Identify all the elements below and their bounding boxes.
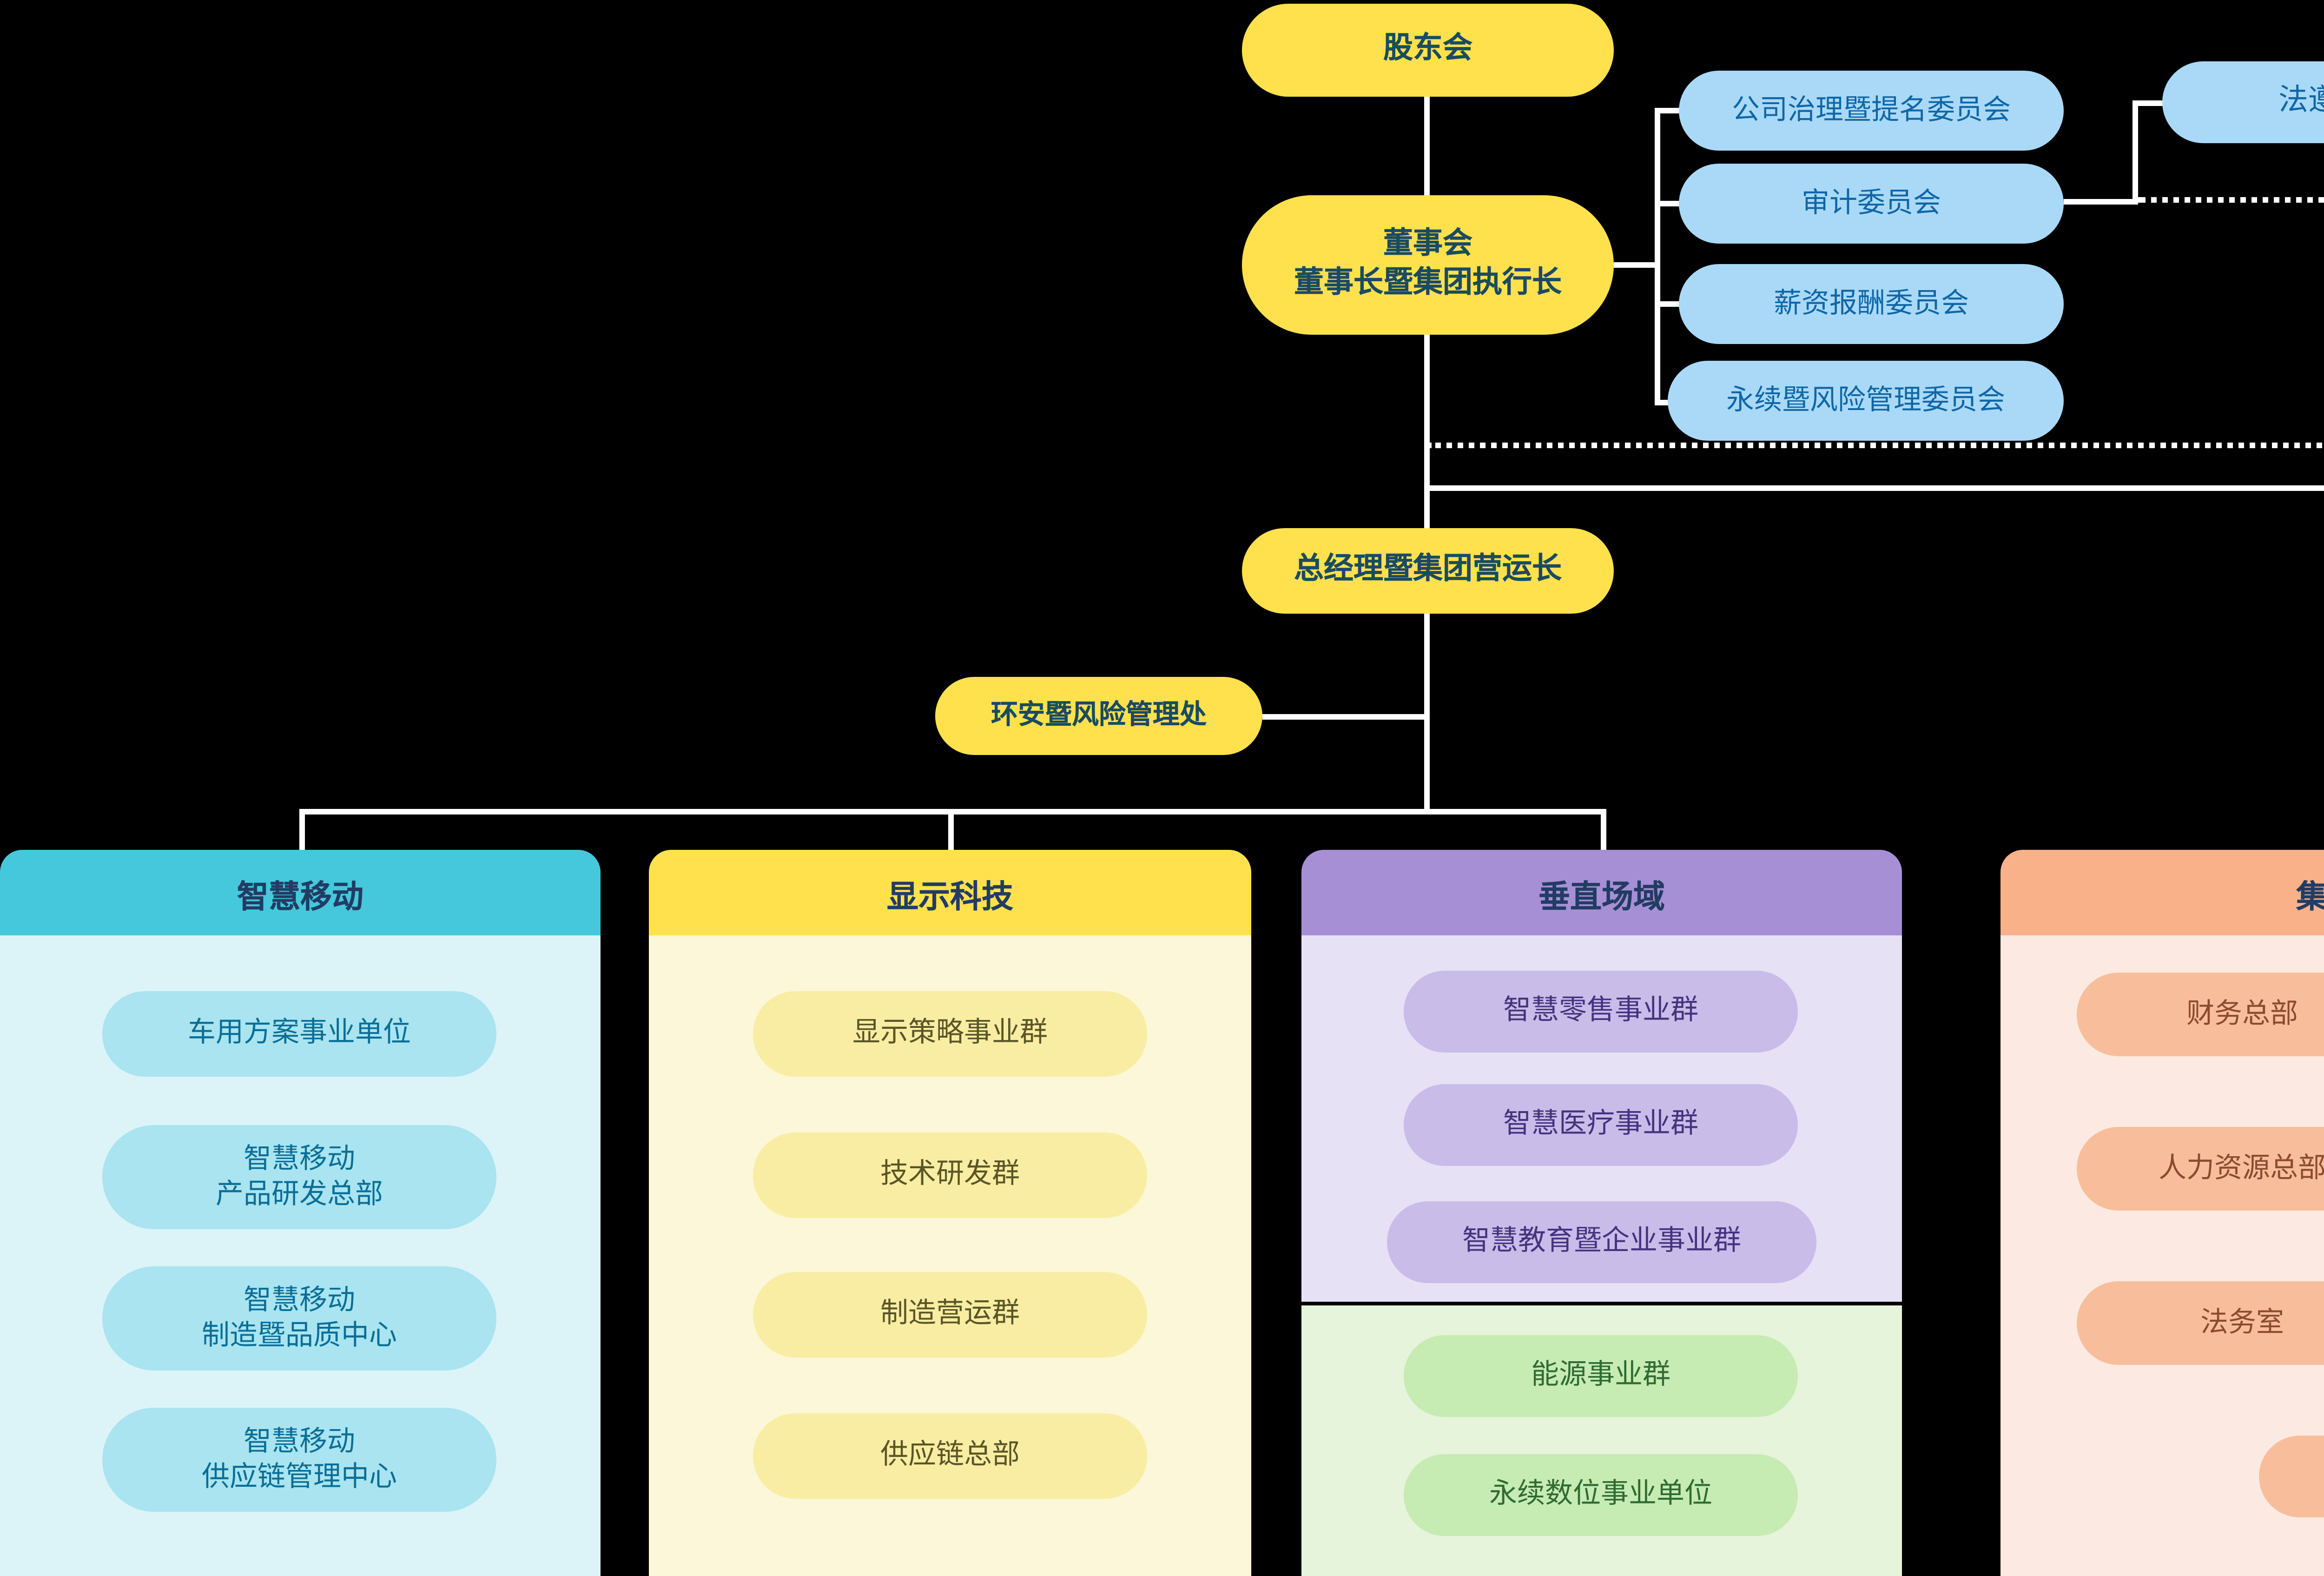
unit-smart-mobility-manufacturing-quality: 智慧移动 制造暨品质中心 bbox=[102, 1266, 496, 1371]
unit-display-strategy: 显示策略事业群 bbox=[753, 991, 1147, 1077]
unit-smart-mobility-supply-chain: 智慧移动 供应链管理中心 bbox=[102, 1408, 496, 1512]
unit-manufacturing-operations: 制造营运群 bbox=[753, 1272, 1147, 1357]
connector-audit-compliance-riser bbox=[2133, 100, 2137, 205]
division-group-support-header: 集团营运支援单位 bbox=[2000, 850, 2324, 935]
unit-smart-mobility-rnd: 智慧移动 产品研发总部 bbox=[102, 1125, 496, 1229]
division-display-tech: 显示科技 显示策略事业群 技术研发群 制造营运群 供应链总部 bbox=[649, 850, 1251, 1576]
committee-compensation: 薪资报酬委员会 bbox=[1679, 264, 2064, 344]
unit-finance-hq: 财务总部 bbox=[2077, 973, 2324, 1056]
division-vertical-domains: 垂直场域 智慧零售事业群 智慧医疗事业群 智慧教育暨企业事业群 能源事业群 永续… bbox=[1301, 850, 1902, 1576]
unit-smart-retail: 智慧零售事业群 bbox=[1404, 971, 1798, 1053]
unit-human-resources-hq: 人力资源总部 bbox=[2077, 1127, 2324, 1211]
division-display-tech-header: 显示科技 bbox=[649, 850, 1251, 935]
dotted-audit-extension bbox=[2138, 197, 2324, 203]
division-smart-mobility: 智慧移动 车用方案事业单位 智慧移动 产品研发总部 智慧移动 制造暨品质中心 智… bbox=[0, 850, 601, 1576]
division-group-support: 集团营运支援单位 财务总部 数位技术发展总部 人力资源总部 永续发展总部 法务室… bbox=[2000, 850, 2324, 1576]
board-node: 董事会 董事长暨集团执行长 bbox=[1242, 195, 1614, 335]
unit-automotive-solutions: 车用方案事业单位 bbox=[102, 991, 496, 1077]
coo-node: 总经理暨集团营运长 bbox=[1242, 528, 1614, 614]
connector-ehs bbox=[1262, 714, 1426, 719]
compliance-advisor-node: 法遵总顾问 bbox=[2162, 61, 2324, 143]
unit-audit-management-office: 稽核管理处 bbox=[2259, 1436, 2324, 1517]
unit-smart-medical: 智慧医疗事业群 bbox=[1404, 1084, 1798, 1166]
connector-bracket-spine bbox=[1655, 108, 1659, 404]
division-vertical-domains-header: 垂直场域 bbox=[1301, 850, 1902, 935]
connector-audit-right bbox=[2064, 199, 2138, 204]
connector-board-coo bbox=[1424, 335, 1429, 528]
unit-smart-education-enterprise: 智慧教育暨企业事业群 bbox=[1387, 1201, 1816, 1283]
connector-drop-smart-mobility bbox=[299, 809, 304, 850]
committee-governance-nomination: 公司治理暨提名委员会 bbox=[1679, 71, 2064, 151]
connector-stub-committee-3 bbox=[1655, 301, 1683, 306]
shareholders-node: 股东会 bbox=[1242, 4, 1614, 97]
unit-supply-chain-hq: 供应链总部 bbox=[753, 1413, 1147, 1499]
division-smart-mobility-header: 智慧移动 bbox=[0, 850, 601, 935]
connector-coo-divisions bbox=[1424, 614, 1429, 811]
connector-stub-committee-1 bbox=[1655, 108, 1683, 113]
unit-energy: 能源事业群 bbox=[1404, 1335, 1798, 1417]
committee-sustainability-risk: 永续暨风险管理委员会 bbox=[1668, 361, 2064, 441]
connector-drop-display bbox=[948, 809, 953, 850]
unit-legal-office: 法务室 bbox=[2077, 1281, 2324, 1365]
connector-compliance-left bbox=[2133, 100, 2166, 105]
unit-technology-rnd: 技术研发群 bbox=[753, 1132, 1147, 1218]
ehs-risk-office-node: 环安暨风险管理处 bbox=[935, 677, 1262, 755]
connector-drop-vertical bbox=[1601, 809, 1605, 850]
dotted-compliance-to-coo-line bbox=[1426, 443, 2324, 448]
unit-sustainable-digital: 永续数位事业单位 bbox=[1404, 1454, 1798, 1536]
connector-stub-committee-2 bbox=[1655, 201, 1683, 205]
connector-shareholders-board bbox=[1424, 97, 1429, 195]
connector-support-branch bbox=[1424, 485, 2324, 490]
connector-board-bracket bbox=[1614, 262, 1658, 267]
committee-audit: 审计委员会 bbox=[1679, 164, 2064, 244]
